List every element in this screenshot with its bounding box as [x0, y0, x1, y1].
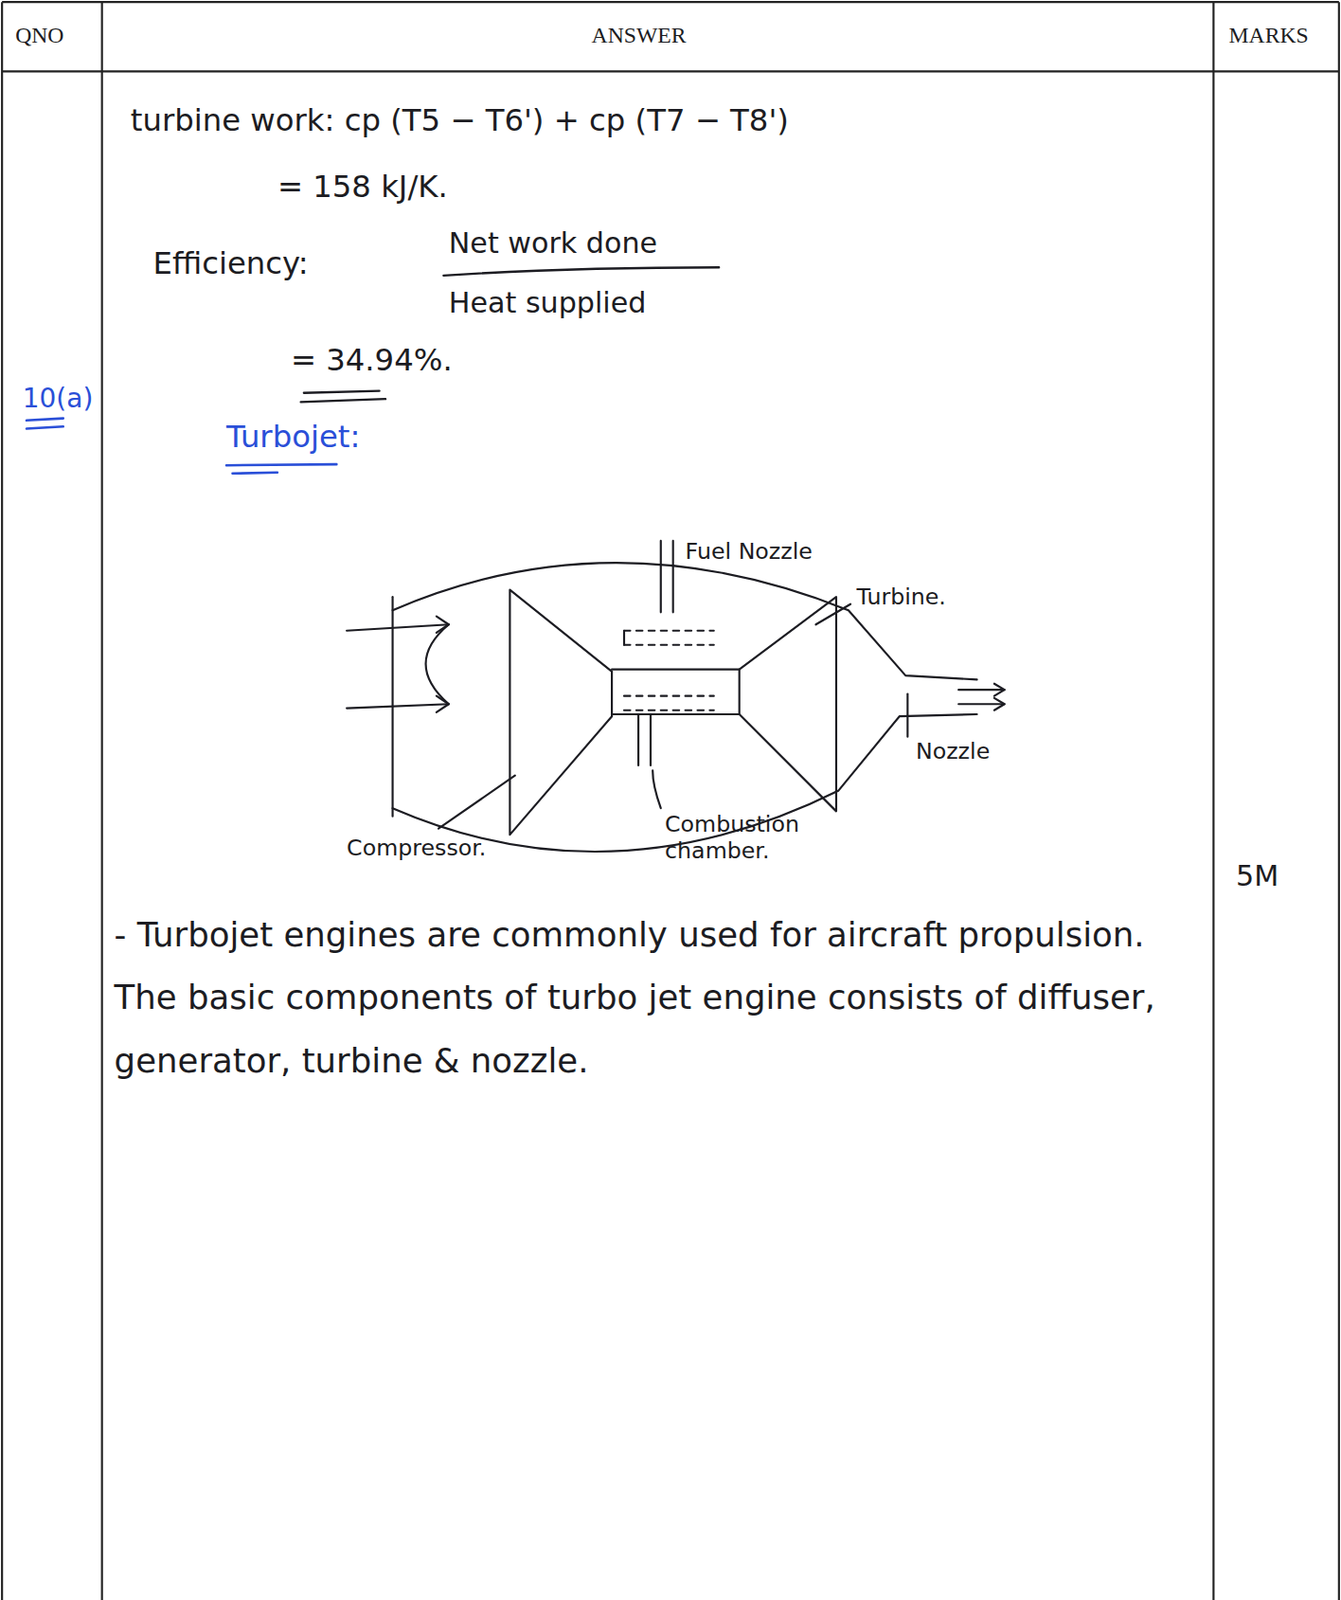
handwritten-marks	[301, 267, 719, 402]
part-label: Turbine.	[857, 583, 947, 610]
column-header: QNO	[15, 22, 64, 50]
column-header: ANSWER	[591, 22, 687, 50]
column-header: MARKS	[1229, 22, 1309, 50]
part-label: Combustion chamber.	[664, 810, 839, 865]
part-label: Nozzle	[915, 738, 990, 766]
section-heading: Turbojet:	[226, 418, 360, 456]
marks-value: 5M	[1235, 858, 1279, 894]
answer-paragraph: - Turbojet engines are commonly used for…	[114, 902, 1196, 1092]
formula-line: turbine work: cp (T5 − T6') + cp (T7 − T…	[130, 102, 789, 140]
fraction-numerator: Net work done	[448, 226, 658, 261]
turbojet-sketch	[346, 540, 1005, 852]
result-value: = 34.94%.	[290, 341, 453, 379]
formula-line: Efficiency:	[153, 245, 309, 283]
question-number: 10(a)	[22, 382, 94, 415]
fraction-denominator: Heat supplied	[448, 286, 647, 321]
part-label: Fuel Nozzle	[685, 538, 813, 566]
part-label: Compressor.	[346, 834, 486, 861]
result-value: = 158 kJ/K.	[277, 168, 448, 206]
